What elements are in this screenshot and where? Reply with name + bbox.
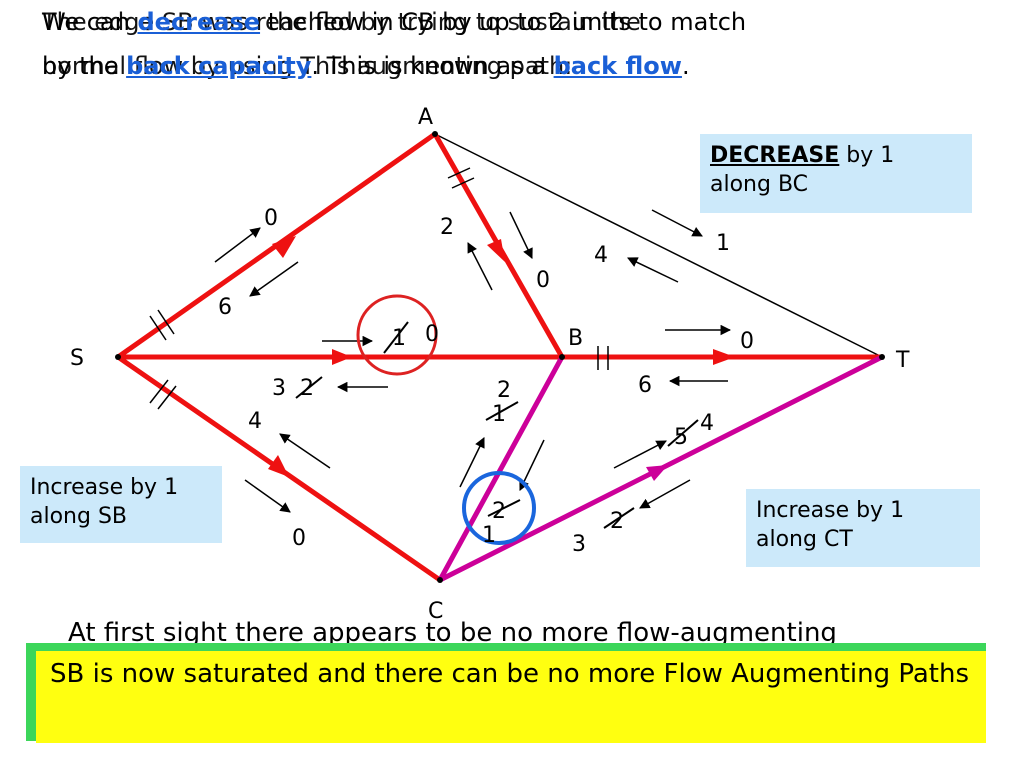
header-line2-ghost: normal flow by using This augmenting pat…: [42, 52, 573, 80]
label-SB-forward-old: 1: [392, 326, 406, 351]
strike-CT-back: [603, 507, 635, 529]
note-decrease-line2: along BC: [710, 171, 809, 197]
conclusion-text: SB is now saturated and there can be no …: [50, 659, 970, 689]
highlight-circle-CB: [462, 471, 536, 545]
node-T: [879, 354, 885, 360]
edge-labels: 0 6 2 0 4 1 1 0 3 2 4 0 0 6 2 1 2 1 5 4 …: [218, 206, 754, 557]
note-decrease-bold: DECREASE: [710, 143, 840, 168]
label-CB-top-new: 2: [497, 378, 511, 403]
label-BT-forward: 0: [740, 329, 754, 354]
arrowhead-SC: [268, 455, 289, 477]
flow-arrows: [214, 209, 732, 513]
arrowhead-SA: [272, 236, 296, 258]
header-line2-a: by the: [42, 52, 119, 80]
header-line1-ghost: The edge SB was reached by trying to sus…: [42, 8, 641, 36]
label-AT-forward: 1: [716, 231, 730, 256]
note-ct-line2: along CT: [756, 526, 853, 552]
nodes: [115, 131, 885, 583]
note-increase-ct: Increase by 1 along CT: [746, 489, 980, 567]
conclusion-box: SB is now saturated and there can be no …: [36, 651, 986, 743]
edge-AT: [434, 133, 883, 358]
node-label-S: S: [70, 346, 84, 371]
node-S: [115, 354, 121, 360]
strike-SB-forward: [383, 321, 409, 354]
node-label-B: B: [568, 326, 583, 351]
label-CT-forward-new: 4: [700, 411, 714, 436]
arrowhead-SB: [332, 349, 352, 365]
label-AT-back: 4: [594, 243, 608, 268]
label-CT-forward-old: 5: [674, 425, 688, 450]
red-flow-arrowheads: [268, 236, 735, 477]
keyword-back-capacity: back capacity: [126, 52, 312, 80]
note-increase-sb: Increase by 1 along SB: [20, 466, 222, 543]
strike-SB-back: [295, 376, 323, 399]
note-sb-line1: Increase by 1: [30, 475, 179, 500]
header-line1-a: We can: [42, 8, 130, 36]
label-CT-back-old: 2: [610, 509, 624, 534]
note-decrease-rest: by 1: [839, 143, 895, 168]
label-SA-back: 6: [218, 295, 232, 320]
node-A: [432, 131, 438, 137]
header-line2-c: .: [681, 52, 690, 80]
node-label-T: T: [895, 348, 910, 373]
node-label-C: C: [428, 599, 443, 624]
label-SB-forward-new: 0: [425, 322, 439, 347]
arrowhead-AB: [487, 239, 505, 262]
label-BT-back: 6: [638, 373, 652, 398]
label-CT-back-new: 3: [572, 532, 586, 557]
label-AB-forward: 0: [536, 268, 550, 293]
label-AB-back: 2: [440, 215, 454, 240]
label-SA-forward: 0: [264, 206, 278, 231]
node-label-A: A: [418, 105, 433, 130]
strike-CT-forward: [667, 419, 699, 447]
strike-CB-top: [485, 401, 519, 421]
arrowhead-CT: [646, 465, 668, 481]
header-line2-b: . This is known as a: [311, 52, 546, 80]
saturation-marks: [149, 167, 609, 410]
header-line1-b: the flow in CB by up to 2 units to match: [267, 8, 747, 36]
keyword-back-flow: back flow: [553, 52, 682, 80]
edge-CB: [437, 354, 565, 583]
label-SC-back: 4: [248, 409, 262, 434]
note-decrease-bc: DECREASE by 1 along BC: [700, 134, 972, 213]
node-B: [559, 354, 565, 360]
label-CB-top-old: 1: [492, 402, 506, 427]
note-ct-line1: Increase by 1: [756, 498, 905, 523]
strike-CB-mid: [487, 499, 521, 517]
label-SB-back-new: 3: [272, 376, 286, 401]
note-sb-line2: along SB: [30, 503, 128, 529]
header-line2: by the back capacity. This is known as a…: [42, 52, 690, 80]
highlight-circle-SB: [356, 294, 438, 376]
label-SC-forward: 0: [292, 526, 306, 551]
keyword-decrease: decrease: [137, 8, 261, 36]
node-C: [437, 577, 443, 583]
arrowhead-BT: [713, 349, 735, 365]
header-line1: We can decrease the flow in CB by up to …: [42, 8, 746, 36]
label-CB-bottom-new: 1: [482, 523, 496, 548]
